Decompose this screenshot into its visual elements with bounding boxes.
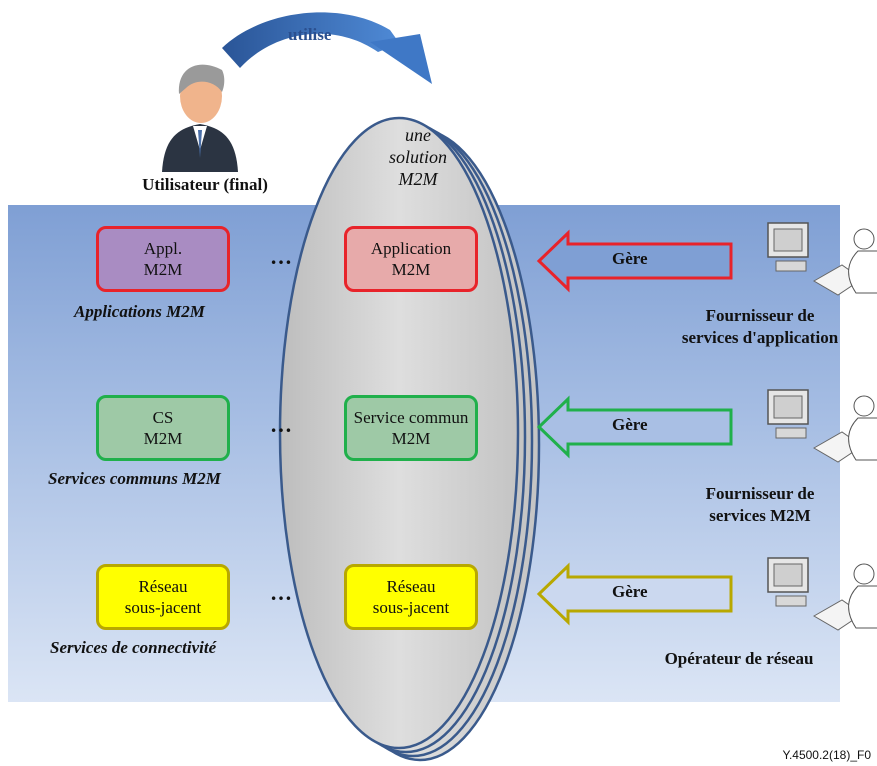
solution-label: une solution M2M [388,125,447,189]
uses-arrow [222,12,432,84]
businessman-icon [162,64,238,172]
center-box-application: Application M2M [344,226,478,292]
caption-connectivity: Services de connectivité [50,638,217,657]
ellipsis-3: … [270,580,293,605]
user-label: Utilisateur (final) [142,175,268,194]
left-box-network: Réseau sous-jacent [96,564,230,630]
figure-id: Y.4500.2(18)_F0 [782,748,871,762]
left-box-applications: Appl. M2M [96,226,230,292]
caption-common-services: Services communs M2M [48,469,221,488]
center-box-common-service: Service commun M2M [344,395,478,461]
caption-applications: Applications M2M [74,302,205,321]
manages-arrow-2 [536,395,733,459]
manages-label-2: Gère [612,415,648,434]
provider-label-application: Fournisseur de services d'application [681,306,839,347]
manages-arrow-1 [536,229,733,293]
manages-label-1: Gère [612,249,648,268]
computer-user-icon [767,222,877,296]
computer-user-icon [767,389,877,463]
ellipsis-1: … [270,244,293,269]
ellipsis-2: … [270,412,293,437]
left-box-common-services: CS M2M [96,395,230,461]
provider-label-m2m: Fournisseur de services M2M [705,484,815,525]
computer-user-icon [767,557,877,631]
center-box-network: Réseau sous-jacent [344,564,478,630]
uses-label: utilise [288,25,332,44]
manages-label-3: Gère [612,582,648,601]
provider-label-network: Opérateur de réseau [664,649,814,668]
manages-arrow-3 [536,562,733,626]
